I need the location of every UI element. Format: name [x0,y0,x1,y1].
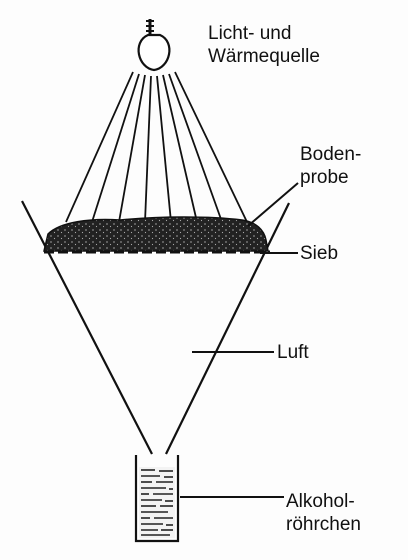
leader-soil-sample [247,182,299,227]
label-sieve: Sieb [300,243,339,264]
label-soil-sample-line-2: probe [300,167,349,188]
soil-sample [43,216,269,252]
label-air: Luft [277,342,309,363]
light-rays [65,71,248,223]
label-soil-sample-line-1: Boden- [300,144,362,165]
light-bulb-icon [137,19,171,72]
label-light-source-line-1: Licht- und [208,23,292,44]
label-alcohol-tube-line-2: röhrchen [286,514,361,535]
label-light-source-line-2: Wärmequelle [208,46,320,67]
label-alcohol-tube: Alkohol- röhrchen [286,490,361,536]
label-light-source: Licht- und Wärmequelle [208,22,320,68]
label-soil-sample: Boden- probe [300,143,361,189]
alcohol-tube [134,455,180,543]
funnel [21,200,290,455]
leader-lines [180,182,299,498]
label-alcohol-tube-line-1: Alkohol- [286,491,355,512]
